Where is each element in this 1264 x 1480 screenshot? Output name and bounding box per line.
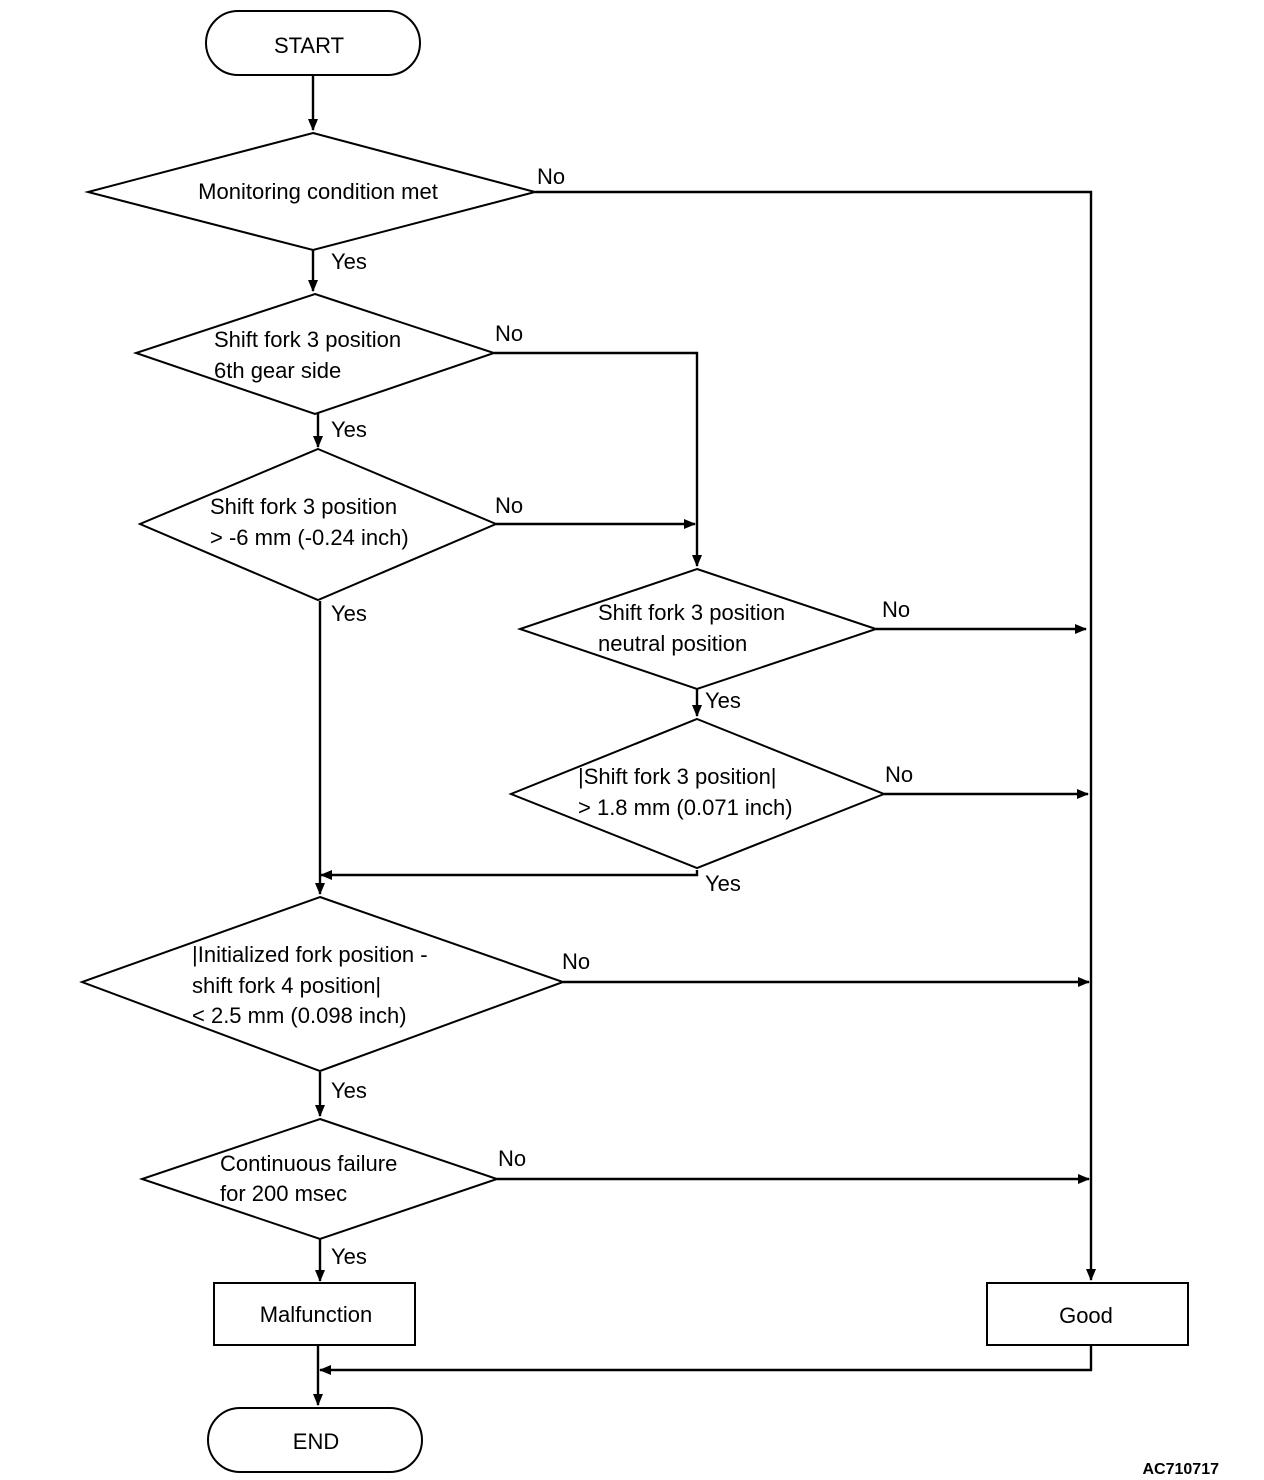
fork3-6th-line2: 6th gear side — [214, 358, 341, 383]
no-label-monitoring: No — [537, 164, 565, 189]
decision-fork3-abs: |Shift fork 3 position| > 1.8 mm (0.071 … — [508, 717, 887, 870]
process-good: Good — [986, 1282, 1189, 1346]
init-fork4-line2: shift fork 4 position| — [192, 973, 381, 998]
fork3-neutral-line2: neutral position — [598, 631, 747, 656]
end-terminal: END — [207, 1407, 423, 1473]
malfunction-label: Malfunction — [260, 1302, 373, 1327]
decision-fork3-neutral: Shift fork 3 position neutral position — [516, 567, 880, 691]
no-label-6th: No — [495, 321, 523, 346]
start-terminal: START — [205, 10, 421, 76]
init-fork4-line3: < 2.5 mm (0.098 inch) — [192, 1003, 407, 1028]
figure-code: AC710717 — [1143, 1461, 1220, 1478]
fork3-abs-line1: |Shift fork 3 position| — [578, 764, 777, 789]
no-label-neutral: No — [882, 597, 910, 622]
fork3-neutral-line1: Shift fork 3 position — [598, 600, 785, 625]
process-malfunction: Malfunction — [213, 1282, 416, 1346]
yes-label-init: Yes — [331, 1078, 367, 1103]
yes-label-abs: Yes — [705, 871, 741, 896]
branch-labels: No Yes No Yes No Yes No Yes No Yes No Ye… — [331, 164, 913, 1269]
end-label: END — [293, 1429, 339, 1454]
yes-label-neutral: Yes — [705, 688, 741, 713]
start-label: START — [274, 33, 344, 58]
line-monitoring-no-to-good — [535, 190, 1096, 1281]
yes-label-monitoring: Yes — [331, 249, 367, 274]
decision-init-fork4: |Initialized fork position - shift fork … — [79, 895, 566, 1073]
decision-monitoring-condition: Monitoring condition met — [84, 131, 539, 252]
line-good-to-end — [319, 1345, 1093, 1375]
no-label-gt: No — [495, 493, 523, 518]
fork3-6th-line1: Shift fork 3 position — [214, 327, 401, 352]
init-fork4-line1: |Initialized fork position - — [192, 942, 428, 967]
yes-label-continuous: Yes — [331, 1244, 367, 1269]
yes-label-gt: Yes — [331, 601, 367, 626]
no-label-abs: No — [885, 762, 913, 787]
continuous-line2: for 200 msec — [220, 1181, 347, 1206]
no-label-continuous: No — [498, 1146, 526, 1171]
fork3-gt-line1: Shift fork 3 position — [210, 494, 397, 519]
decision-fork3-6th-gear: Shift fork 3 position 6th gear side — [132, 292, 498, 416]
yes-label-6th: Yes — [331, 417, 367, 442]
connectors — [308, 75, 1096, 1406]
fork3-gt-line2: > -6 mm (-0.24 inch) — [210, 525, 409, 550]
monitoring-condition-label: Monitoring condition met — [198, 179, 438, 204]
decision-fork3-gt: Shift fork 3 position > -6 mm (-0.24 inc… — [137, 447, 499, 602]
line-6th-no-to-neutral — [494, 351, 702, 567]
line-abs-yes-to-left — [320, 870, 699, 880]
continuous-line1: Continuous failure — [220, 1151, 397, 1176]
no-label-init: No — [562, 949, 590, 974]
good-label: Good — [1059, 1303, 1113, 1328]
fork3-abs-line2: > 1.8 mm (0.071 inch) — [578, 795, 793, 820]
decision-continuous-failure: Continuous failure for 200 msec — [138, 1117, 501, 1241]
